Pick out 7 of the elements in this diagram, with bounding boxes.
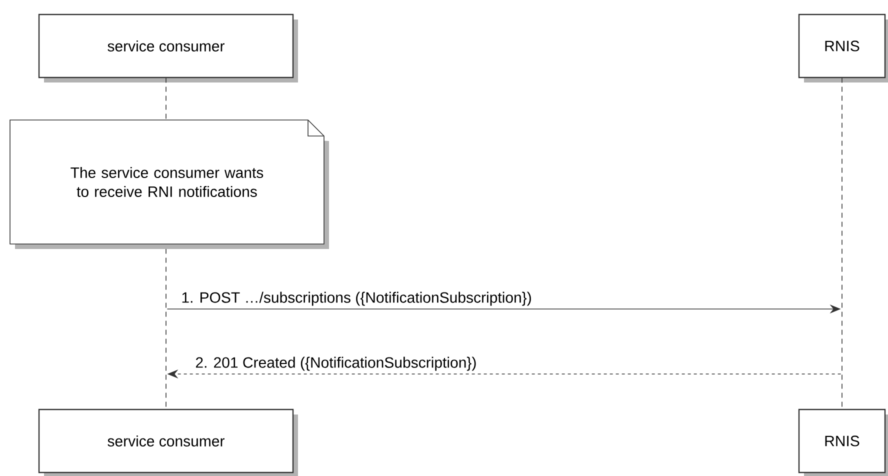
- participant-box: RNIS: [798, 408, 888, 476]
- edge-label: 1. POST …/subscriptions ({NotificationSubscription}): [182, 292, 531, 306]
- note-box: The service consumer wants to receive RNI notifications: [10, 120, 329, 249]
- participant-box: service consumer: [38, 408, 298, 476]
- edge-label: 2. 201 Created ({NotificationSubscription}): [196, 356, 476, 371]
- participant-box: service consumer: [38, 14, 298, 82]
- participant-box: RNIS: [798, 14, 888, 82]
